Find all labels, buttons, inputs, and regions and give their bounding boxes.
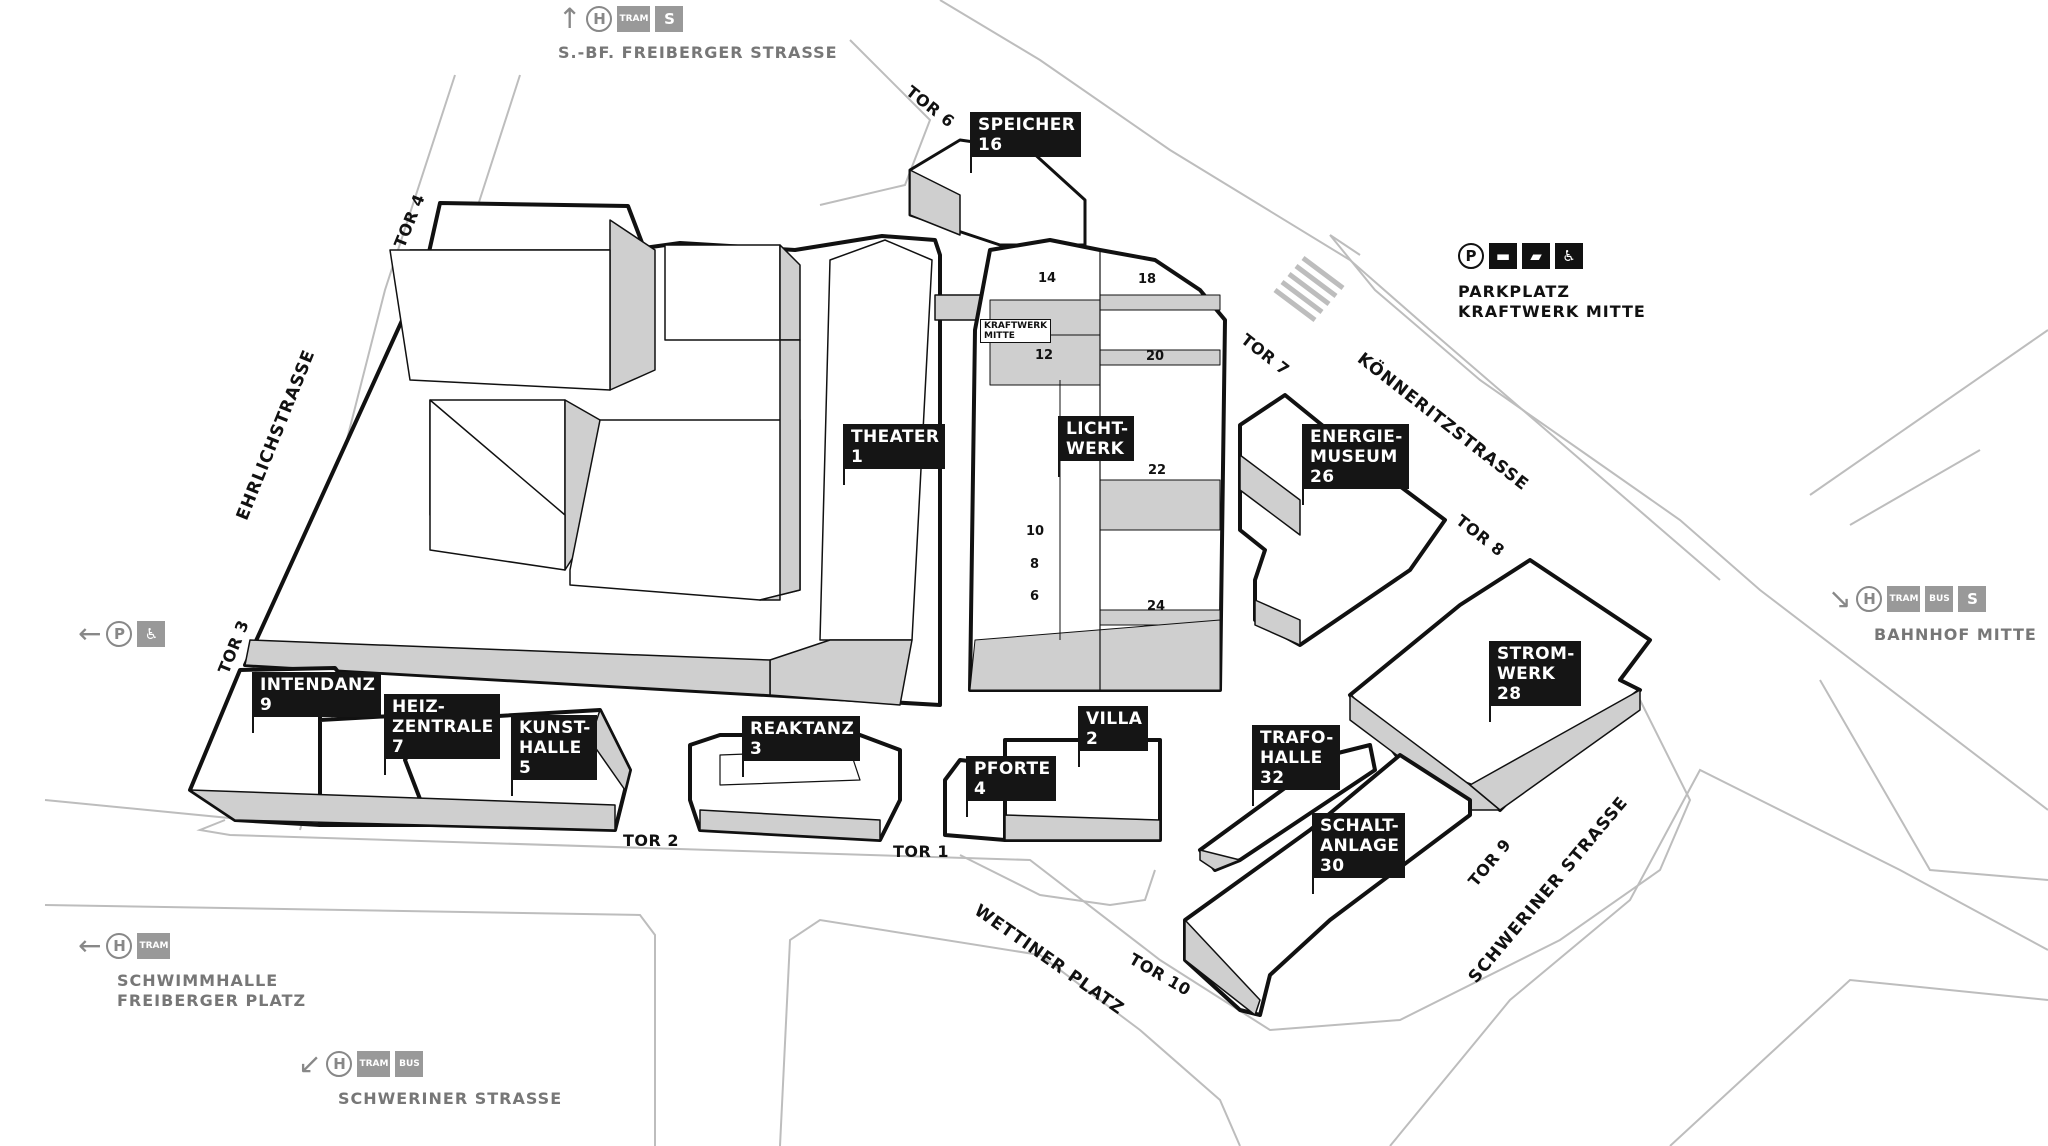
street-schweriner-strasse: SCHWERINER STRASSE	[1464, 792, 1633, 988]
parking-icons[interactable]: P ▬ ▰ ♿	[1458, 243, 1583, 269]
theater-base	[244, 639, 771, 696]
room-number: 24	[1147, 599, 1166, 614]
room-number: 20	[1146, 349, 1165, 364]
gate-6: TOR 6	[902, 81, 959, 132]
energiemuseum-wall-2	[1254, 599, 1301, 646]
trafohalle-wall	[1199, 849, 1241, 871]
s-bahn-icon: S	[655, 6, 684, 32]
arrow-up-icon: ↑	[558, 2, 582, 35]
transit-bottom-left-icons[interactable]: ← H TRAM	[78, 929, 171, 962]
arrow-left-icon: ←	[78, 617, 102, 650]
room-number: 12	[1035, 348, 1054, 363]
villa-wall	[1004, 814, 1161, 841]
gate-9: TOR 9	[1464, 835, 1515, 891]
transit-right-icons[interactable]: ↘ H TRAM BUS S	[1828, 582, 1987, 615]
stop-h-icon: H	[106, 933, 133, 959]
room-number: 6	[1030, 589, 1040, 604]
transit-bottom-left-label: SCHWIMMHALLE FREIBERGER PLATZ	[117, 971, 307, 1010]
street-wettiner-platz: WETTINER PLATZ	[970, 900, 1128, 1020]
tram-icon: TRAM	[357, 1051, 391, 1077]
wheelchair-icon: ♿	[1555, 243, 1583, 269]
arrow-left-icon: ←	[78, 929, 102, 962]
tram-icon: TRAM	[137, 933, 171, 959]
transit-bottom-icons[interactable]: ↙ H TRAM BUS	[298, 1047, 424, 1080]
gate-8: TOR 8	[1452, 510, 1509, 561]
transit-bottom-label: SCHWERINER STRASSE	[338, 1089, 563, 1108]
s-bahn-icon: S	[1958, 586, 1987, 612]
kraftwerk-mitte-sign: KRAFTWERK MITTE	[980, 319, 1052, 343]
stage-block-side	[759, 339, 801, 601]
stromwerk-wall-2	[1469, 689, 1641, 811]
label-lichtwerk[interactable]: LICHT- WERK	[1058, 416, 1135, 477]
energiemuseum-wall	[1239, 454, 1301, 536]
tower-block-1-side	[609, 219, 656, 391]
car-icon: ▰	[1522, 243, 1550, 269]
gate-1: TOR 1	[893, 842, 950, 861]
transit-top-label: S.-BF. FREIBERGER STRASSE	[558, 43, 838, 62]
gate-4: TOR 4	[390, 191, 429, 251]
gate-10: TOR 10	[1126, 949, 1195, 1000]
tower-block-2-front	[429, 399, 566, 571]
row-base	[189, 789, 616, 831]
crosswalk	[1273, 256, 1345, 322]
road-lines	[44, 0, 2048, 1146]
schaltanlage-wall	[1184, 919, 1261, 1016]
stop-h-icon: H	[326, 1051, 353, 1077]
parking-icon: P	[106, 621, 133, 647]
speicher-wall	[909, 169, 961, 236]
arrow-down-left-icon: ↙	[298, 1047, 322, 1080]
tower-block-1-front	[389, 249, 611, 391]
gate-3: TOR 3	[214, 617, 253, 677]
lichtwerk-base	[969, 619, 1221, 691]
room-number: 18	[1138, 272, 1157, 287]
gate-7: TOR 7	[1237, 329, 1294, 380]
tram-icon: TRAM	[617, 6, 651, 32]
stromwerk-wall	[1349, 694, 1501, 811]
bus-icon: BUS	[395, 1051, 424, 1077]
arrow-down-right-icon: ↘	[1828, 582, 1852, 615]
stop-h-icon: H	[586, 6, 613, 32]
gate-2: TOR 2	[623, 831, 680, 850]
transit-top-icons[interactable]: ↑ H TRAM S	[558, 2, 684, 35]
tram-icon: TRAM	[1887, 586, 1921, 612]
room-number: 22	[1148, 463, 1167, 478]
reaktanz-wall	[699, 809, 881, 841]
room-number: 8	[1030, 557, 1040, 572]
room-number: 14	[1038, 271, 1057, 286]
stop-h-icon: H	[1856, 586, 1883, 612]
street-ehrlichstrasse: EHRLICHSTRASSE	[232, 346, 320, 524]
bus-icon: BUS	[1925, 586, 1954, 612]
room-number: 10	[1026, 524, 1045, 539]
wheelchair-icon: ♿	[137, 621, 166, 647]
transit-left-icons[interactable]: ← P ♿	[78, 617, 166, 650]
parking-label: PARKPLATZ KRAFTWERK MITTE	[1458, 282, 1646, 321]
bus-icon: ▬	[1489, 243, 1517, 269]
parking-icon: P	[1458, 243, 1484, 269]
transit-right-label: BAHNHOF MITTE	[1874, 625, 2037, 644]
